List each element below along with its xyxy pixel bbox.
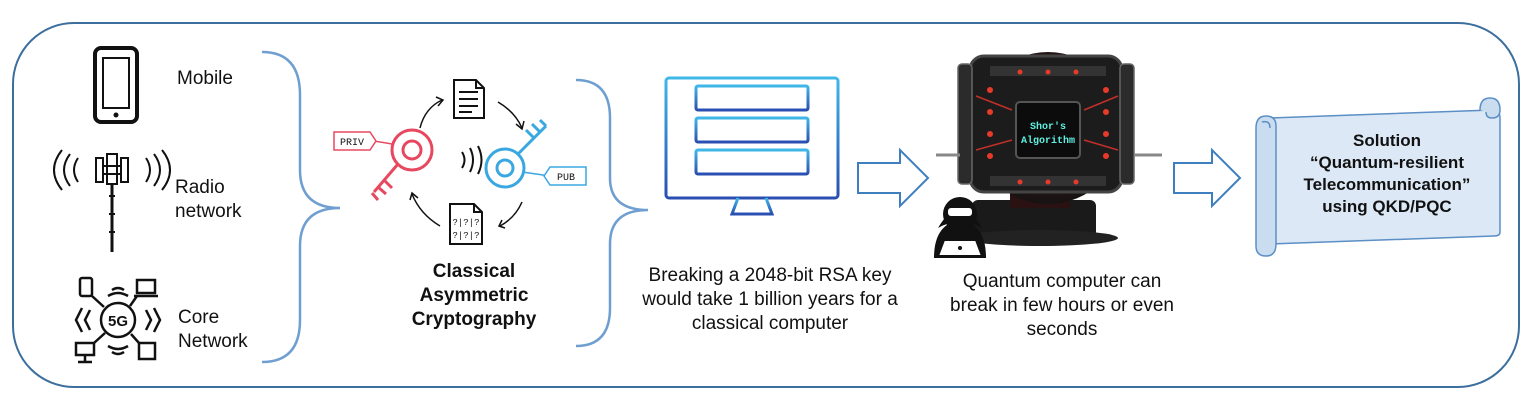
solution-text: “Quantum-resilient Telecommunication” us… [1303, 153, 1471, 216]
arrow-right-icon-2 [1173, 147, 1242, 209]
core-label: Core Network [178, 307, 248, 352]
chip-label-line1: Shor's [1030, 121, 1066, 133]
svg-text:?|?|?: ?|?|? [452, 231, 479, 241]
pub-tag-label: PUB [557, 173, 575, 184]
priv-tag-label: PRIV [340, 138, 364, 149]
phone-icon [93, 46, 139, 124]
radio-tower-icon [53, 149, 171, 252]
document-icon [453, 79, 485, 119]
left-brace [261, 50, 341, 364]
chip-label-line2: Algorithm [1021, 135, 1075, 147]
server-icon [664, 76, 840, 220]
radio-label: Radio network [175, 177, 242, 222]
private-key-icon [370, 128, 434, 201]
mobile-label: Mobile [177, 68, 233, 89]
middle-brace [575, 78, 649, 348]
svg-text:?|?|?: ?|?|? [452, 218, 479, 228]
fiveg-label: 5G [108, 313, 128, 330]
solution-title: Solution [1353, 131, 1421, 150]
crypto-title: Classical Asymmetric Cryptography [411, 261, 537, 330]
hacker-icon [934, 197, 986, 258]
classical-caption: Breaking a 2048-bit RSA key would take 1… [642, 265, 898, 334]
cycle-arrows [409, 96, 525, 229]
fiveg-network-icon [74, 276, 162, 364]
quantum-computer-icon [936, 52, 1162, 246]
arrow-right-icon [857, 147, 930, 209]
scroll-icon [1255, 97, 1501, 257]
public-key-tag [543, 166, 587, 186]
public-key-icon [484, 118, 551, 189]
quantum-caption: Quantum computer can break in few hours … [950, 271, 1174, 340]
diagram-frame [12, 22, 1520, 388]
private-key-tag [333, 131, 377, 151]
encrypted-document-icon [449, 203, 483, 245]
